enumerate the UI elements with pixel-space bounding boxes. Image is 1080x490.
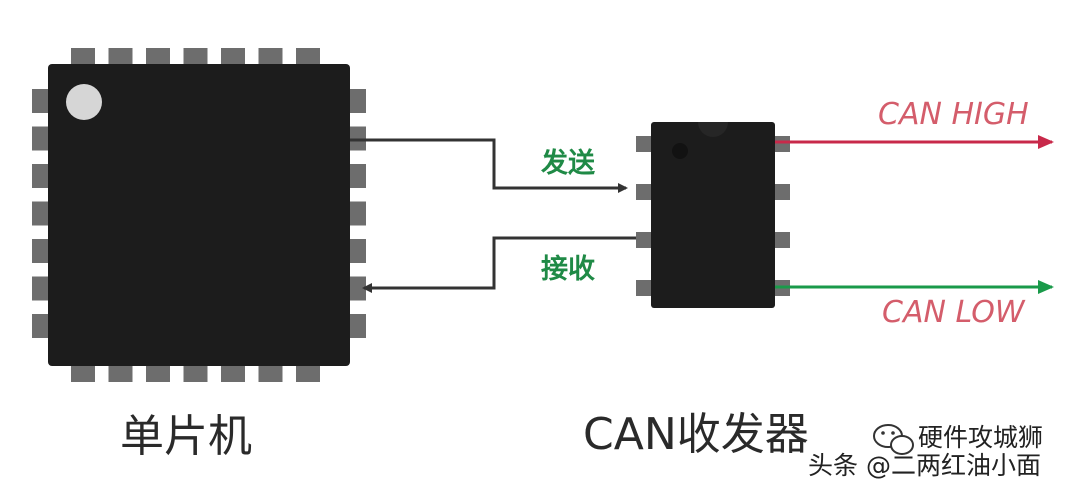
watermark-account: 硬件攻城狮 — [918, 423, 1043, 452]
mcu-pin-top — [71, 48, 95, 64]
mcu-pin-left — [32, 276, 48, 301]
mcu-pin-left — [32, 239, 48, 263]
can-high-label: CAN HIGH — [878, 97, 1029, 132]
mcu-pin-top — [183, 48, 208, 64]
transceiver-body — [651, 122, 775, 308]
mcu-label: 单片机 — [120, 411, 252, 462]
mcu-pin-right — [350, 201, 366, 226]
transceiver-pin-left — [636, 184, 651, 200]
transceiver-label: CAN收发器 — [583, 409, 809, 460]
mcu-pins — [32, 48, 366, 382]
mcu-pin-right — [350, 239, 366, 263]
mcu-pin-bottom — [258, 366, 283, 382]
mcu-pin-left — [32, 164, 48, 188]
mcu-pin-bottom — [71, 366, 95, 382]
mcu-pin-top — [296, 48, 320, 64]
transceiver-notch — [698, 122, 728, 137]
mcu-pin-right — [350, 276, 366, 301]
receive-label: 接收 — [541, 254, 595, 285]
transceiver-pin-right — [775, 136, 790, 152]
mcu-pin-bottom — [296, 366, 320, 382]
transceiver-pin-left — [636, 280, 651, 296]
mcu-pin-right — [350, 89, 366, 113]
mcu-pin-left — [32, 89, 48, 113]
mcu-pin-left — [32, 126, 48, 151]
watermark-source: 头条 @二两红油小面 — [808, 451, 1041, 480]
mcu-body — [48, 64, 350, 366]
can-low-label: CAN LOW — [882, 295, 1026, 330]
mcu-pin-top — [108, 48, 133, 64]
receive-wire — [362, 236, 636, 293]
mcu-chip — [48, 64, 350, 366]
mcu-pin-bottom — [183, 366, 208, 382]
mcu-pin-top — [221, 48, 245, 64]
mcu-pin-top — [146, 48, 170, 64]
mcu-pin-top — [258, 48, 283, 64]
mcu-pin-right — [350, 314, 366, 338]
mcu-pin-left — [32, 201, 48, 226]
mcu-pin-right — [350, 164, 366, 188]
transceiver-pin1-dot — [672, 143, 688, 159]
transceiver-pin-right — [775, 184, 790, 200]
send-label: 发送 — [540, 147, 595, 179]
mcu-pin-bottom — [146, 366, 170, 382]
mcu-pin-bottom — [108, 366, 133, 382]
mcu-pin-bottom — [221, 366, 245, 382]
transceiver-pin-left — [636, 232, 651, 248]
watermark: 硬件攻城狮 头条 @二两红油小面 — [808, 423, 1043, 480]
transceiver-pin-right — [775, 232, 790, 248]
transceiver-chip — [651, 122, 775, 308]
transceiver-pin-left — [636, 136, 651, 152]
wechat-icon — [873, 424, 914, 455]
mcu-pin-left — [32, 314, 48, 338]
send-wire — [350, 138, 628, 193]
mcu-pin1-marker — [66, 84, 102, 120]
